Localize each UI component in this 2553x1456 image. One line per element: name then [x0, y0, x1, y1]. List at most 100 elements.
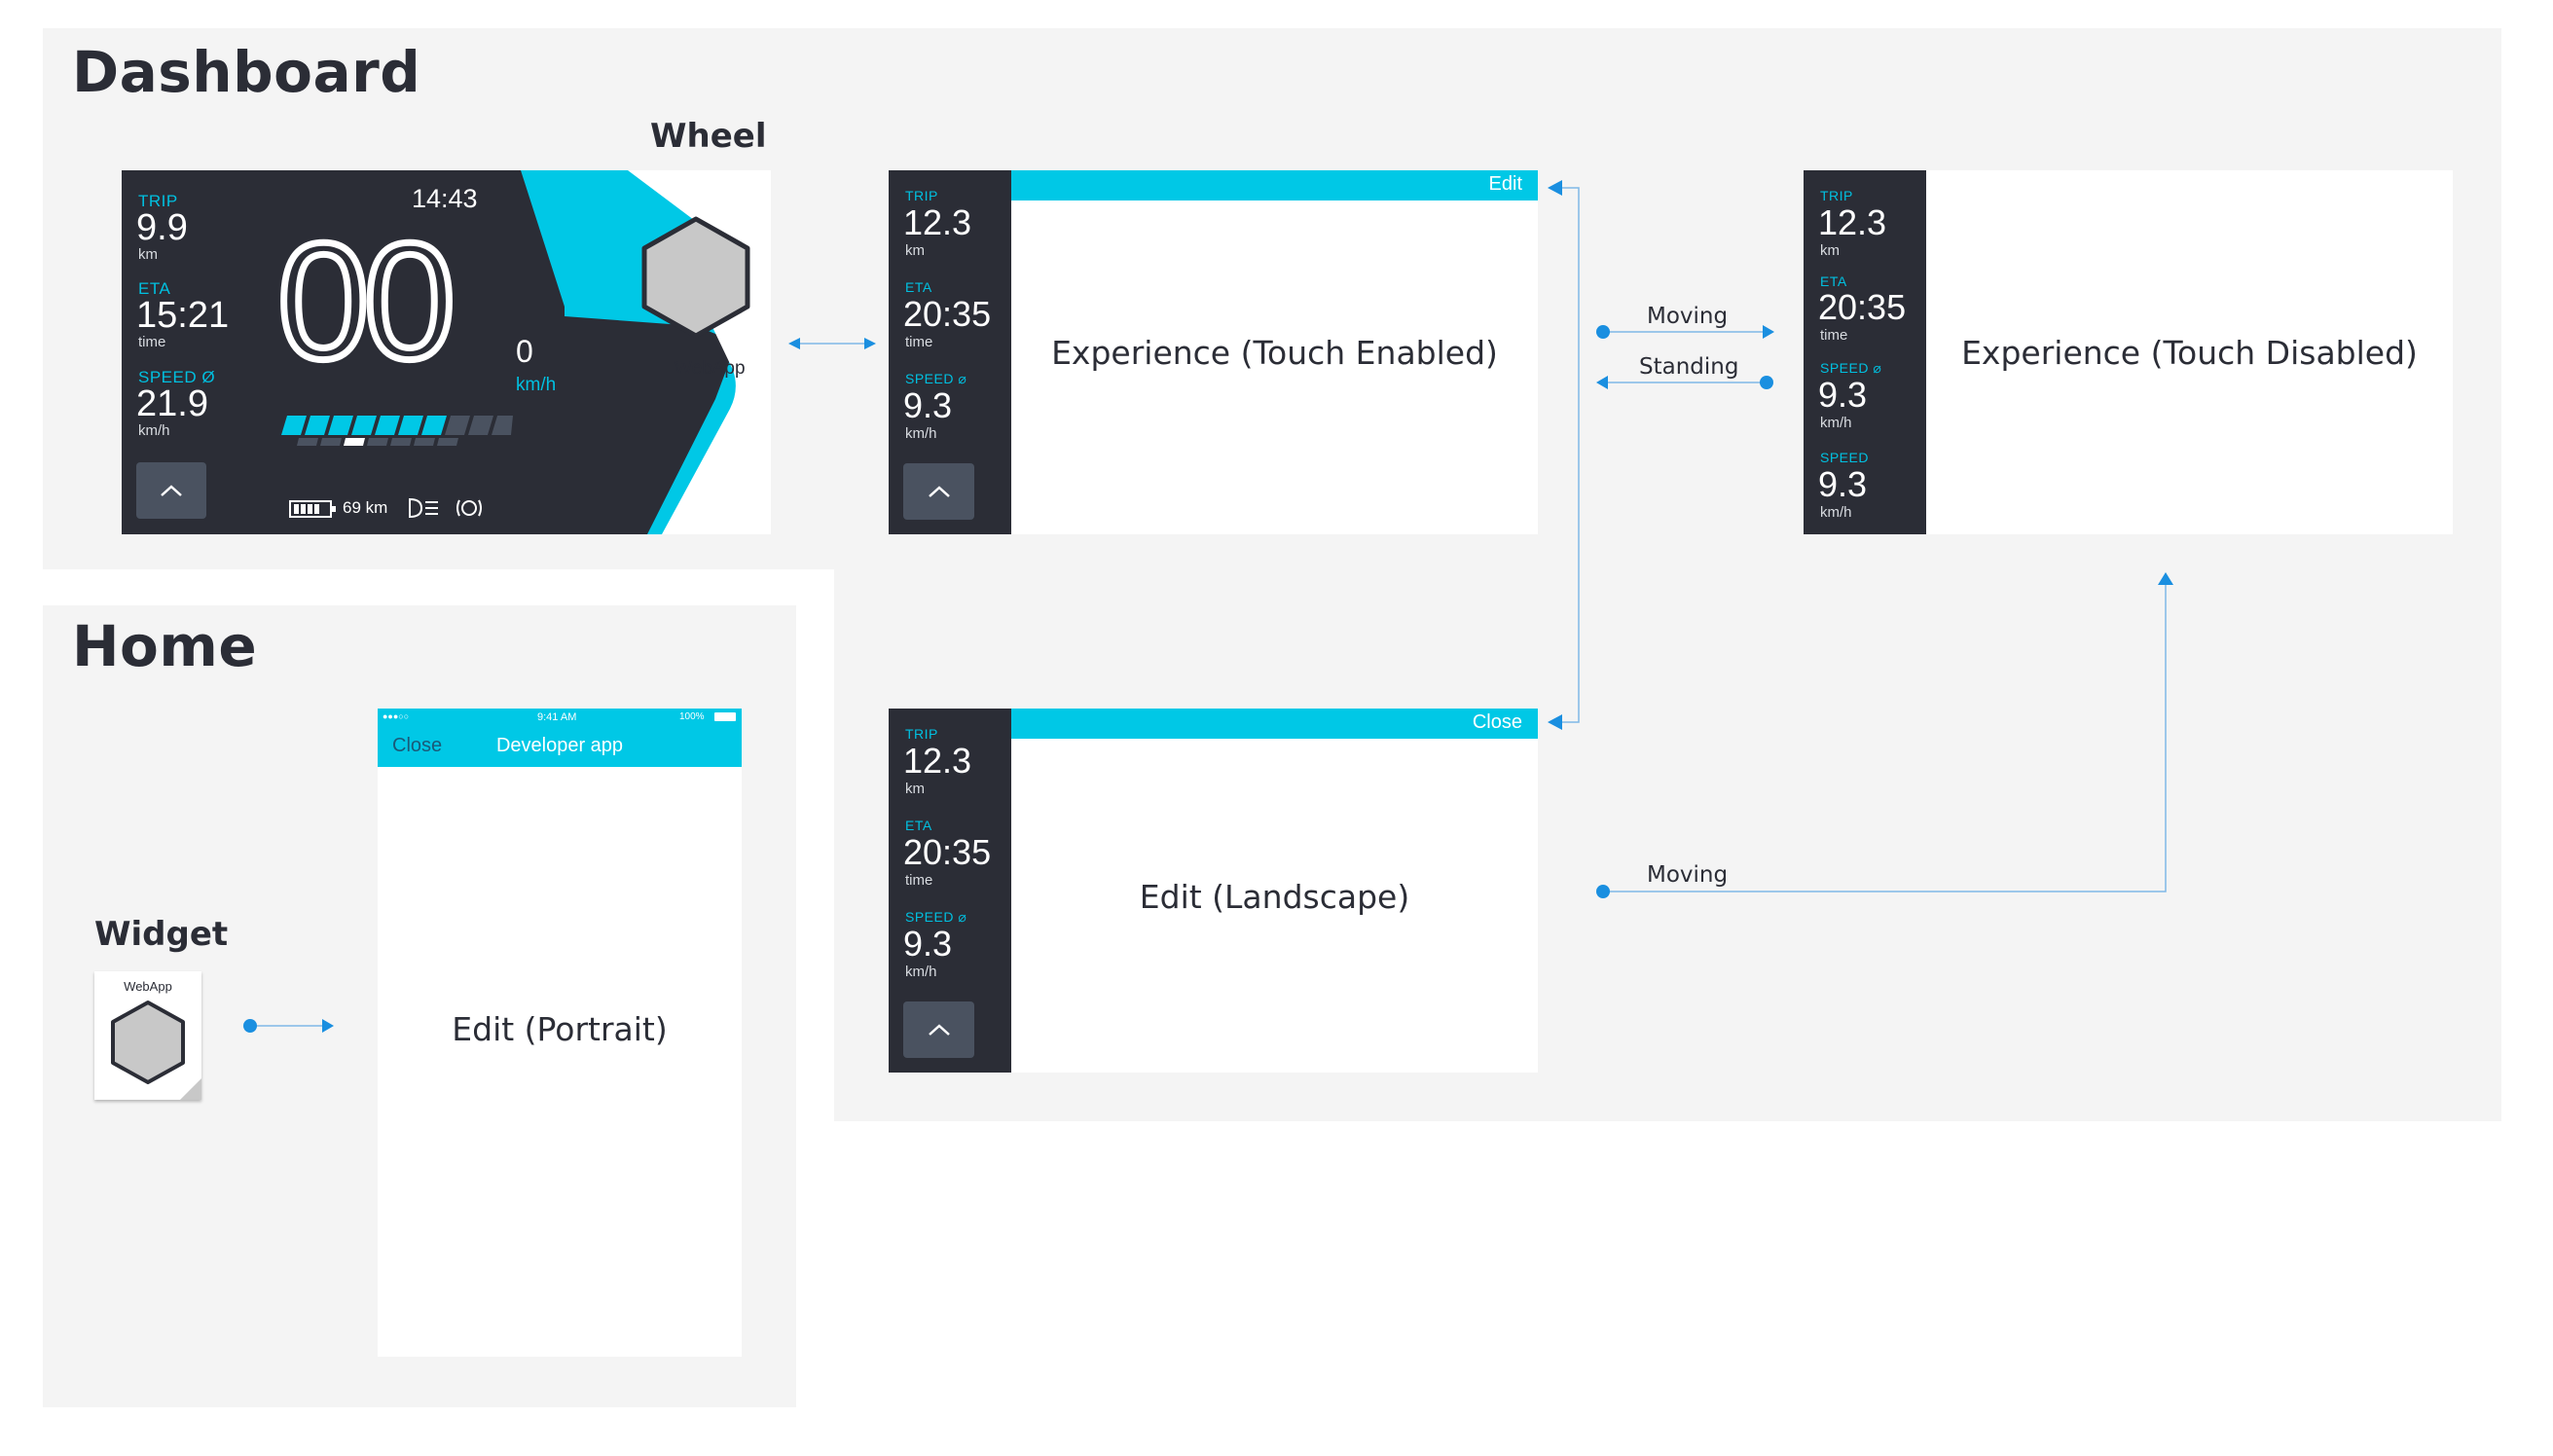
edit-landscape-close-bar: [1011, 709, 1538, 739]
touch-enabled-edit-bar: [1011, 170, 1538, 200]
wheel-speed-unit: km/h: [138, 422, 170, 439]
td-speed1-value: 9.3: [1818, 375, 1868, 415]
touch-disabled-sidebar: [1804, 170, 1926, 534]
wheel-big-speed: 00: [274, 209, 458, 394]
phone-signal: ●●●○○: [383, 711, 410, 721]
moving-landscape-arrowhead: [2158, 572, 2173, 585]
wheel-gear: 0: [516, 334, 533, 369]
arrowhead-right: [864, 338, 876, 349]
td-eta-value: 20:35: [1818, 287, 1907, 327]
wheel-trip-value: 9.9: [136, 207, 188, 248]
touch-enabled-title: Experience (Touch Enabled): [1051, 334, 1498, 372]
td-speed2-value: 9.3: [1818, 464, 1868, 504]
phone-battery: 100%: [679, 711, 705, 722]
arrowhead-edit: [1548, 180, 1562, 196]
te-speed-label: SPEED ⌀: [905, 371, 967, 386]
te-up-button[interactable]: [903, 463, 974, 520]
wheel-eta-value: 15:21: [136, 295, 230, 336]
standing-arrowhead: [1596, 376, 1608, 389]
wheel-label: Wheel: [650, 117, 767, 156]
el-eta-label: ETA: [905, 818, 932, 833]
te-trip-unit: km: [905, 242, 925, 259]
td-speed2-unit: km/h: [1820, 504, 1852, 521]
edit-portrait-title: Edit (Portrait): [452, 1010, 668, 1048]
close-button[interactable]: Close: [1472, 711, 1522, 733]
td-trip-value: 12.3: [1818, 202, 1887, 242]
home-title: Home: [72, 613, 258, 679]
wheel-speed-label: SPEED Ø: [138, 368, 216, 386]
wheel-speed-value: 21.9: [136, 383, 208, 424]
moving-landscape-connector: [1603, 582, 2167, 892]
td-eta-label: ETA: [1820, 273, 1847, 289]
widget-webapp-label: WebApp: [124, 979, 172, 994]
wheel-up-button[interactable]: [136, 462, 206, 519]
wheel-trip-label: TRIP: [138, 192, 178, 210]
te-eta-unit: time: [905, 334, 933, 350]
chevron-up-icon: [928, 486, 950, 497]
td-speed2-label: SPEED: [1820, 450, 1869, 465]
el-speed-label: SPEED ⌀: [905, 909, 967, 925]
widget-arrowhead: [322, 1019, 334, 1033]
arrowhead-close: [1548, 714, 1562, 730]
battery-icon: [289, 500, 336, 518]
wheel-speed-gauge: [281, 416, 513, 446]
td-speed1-unit: km/h: [1820, 415, 1852, 431]
td-speed1-label: SPEED ⌀: [1820, 360, 1882, 376]
el-speed-unit: km/h: [905, 964, 937, 980]
wheel-range: 69 km: [343, 498, 388, 517]
headlight-icon: [409, 497, 438, 519]
dashboard-title: Dashboard: [72, 39, 421, 105]
te-trip-label: TRIP: [905, 188, 938, 203]
el-eta-unit: time: [905, 872, 933, 889]
moving-landscape-label: Moving: [1647, 862, 1729, 888]
te-trip-value: 12.3: [903, 202, 972, 242]
standing-start-dot: [1760, 376, 1773, 389]
el-trip-value: 12.3: [903, 741, 972, 781]
el-up-button[interactable]: [903, 1001, 974, 1058]
webapp-hexagon-icon[interactable]: [638, 214, 754, 341]
phone-close-button[interactable]: Close: [392, 735, 443, 756]
wheel-eta-unit: time: [138, 334, 166, 350]
arrowhead-left: [788, 338, 800, 349]
edit-button[interactable]: Edit: [1488, 173, 1522, 195]
el-trip-label: TRIP: [905, 726, 938, 742]
wheel-gear-unit: km/h: [516, 375, 557, 395]
widget-start-dot: [243, 1019, 257, 1033]
chevron-up-icon: [928, 1024, 950, 1036]
widget-hexagon-icon: [111, 1001, 185, 1084]
standing-label: Standing: [1639, 354, 1739, 380]
wheel-webapp-label: WebApp: [675, 358, 746, 379]
phone-nav-bar: [378, 709, 742, 767]
touch-disabled-title: Experience (Touch Disabled): [1961, 334, 2418, 372]
moving-start-dot: [1596, 325, 1610, 339]
edit-close-bracket: [1557, 187, 1580, 723]
wheel-clock: 14:43: [412, 184, 478, 213]
moving-arrowhead: [1763, 325, 1774, 339]
wheel-eta-label: ETA: [138, 279, 171, 298]
td-eta-unit: time: [1820, 327, 1848, 344]
widget-corner-fold: [180, 1078, 201, 1100]
wheel-screen: TRIP 9.9 km ETA 15:21 time SPEED Ø 21.9 …: [122, 170, 771, 534]
te-speed-value: 9.3: [903, 385, 953, 425]
el-eta-value: 20:35: [903, 832, 992, 872]
edit-landscape-title: Edit (Landscape): [1139, 878, 1410, 916]
te-eta-label: ETA: [905, 279, 932, 295]
phone-battery-icon: [714, 712, 736, 721]
widget-card[interactable]: WebApp: [94, 971, 201, 1100]
edit-portrait-screen: [378, 709, 742, 1357]
moving-label: Moving: [1647, 304, 1729, 329]
brake-icon: [456, 499, 482, 517]
widget-label: Widget: [94, 915, 229, 954]
moving-landscape-start-dot: [1596, 885, 1610, 898]
phone-time: 9:41 AM: [537, 711, 577, 723]
wheel-trip-unit: km: [138, 246, 158, 263]
el-speed-value: 9.3: [903, 924, 953, 964]
el-trip-unit: km: [905, 781, 925, 797]
td-trip-label: TRIP: [1820, 188, 1853, 203]
chevron-up-icon: [161, 485, 182, 496]
td-trip-unit: km: [1820, 242, 1840, 259]
te-speed-unit: km/h: [905, 425, 937, 442]
phone-nav-title: Developer app: [495, 735, 624, 756]
te-eta-value: 20:35: [903, 294, 992, 334]
